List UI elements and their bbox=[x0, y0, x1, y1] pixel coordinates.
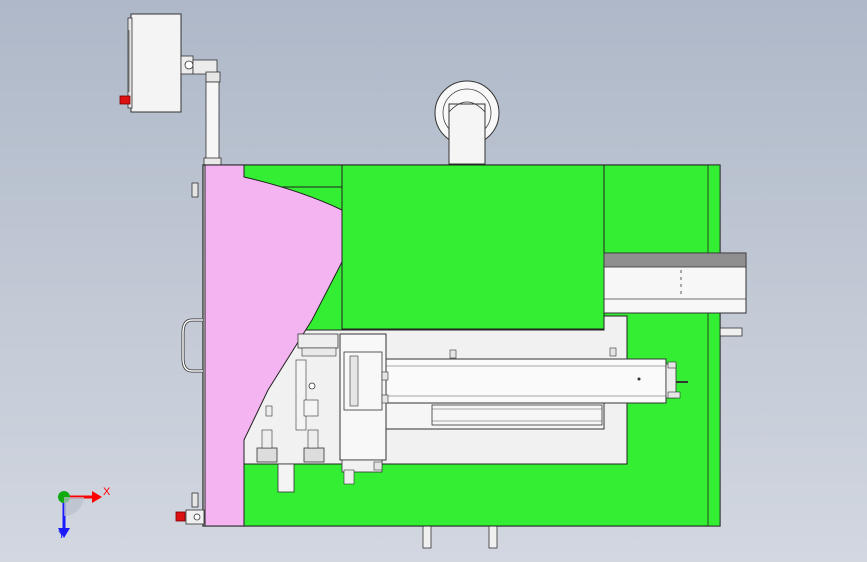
main-cylinder bbox=[385, 358, 688, 404]
blower-unit bbox=[434, 80, 500, 165]
control-box bbox=[119, 13, 182, 113]
control-arm bbox=[180, 55, 222, 167]
conveyor-duct bbox=[603, 252, 747, 314]
axis-y-label: Y bbox=[58, 529, 66, 541]
axis-triad-icon bbox=[58, 491, 102, 538]
secondary-cylinder bbox=[385, 402, 605, 430]
emergency-stop-icon bbox=[119, 95, 131, 105]
axis-x-label: X bbox=[103, 486, 111, 498]
indicator-light-icon bbox=[175, 511, 186, 522]
mounting-blocks bbox=[256, 333, 681, 493]
pink-panel bbox=[204, 164, 343, 527]
